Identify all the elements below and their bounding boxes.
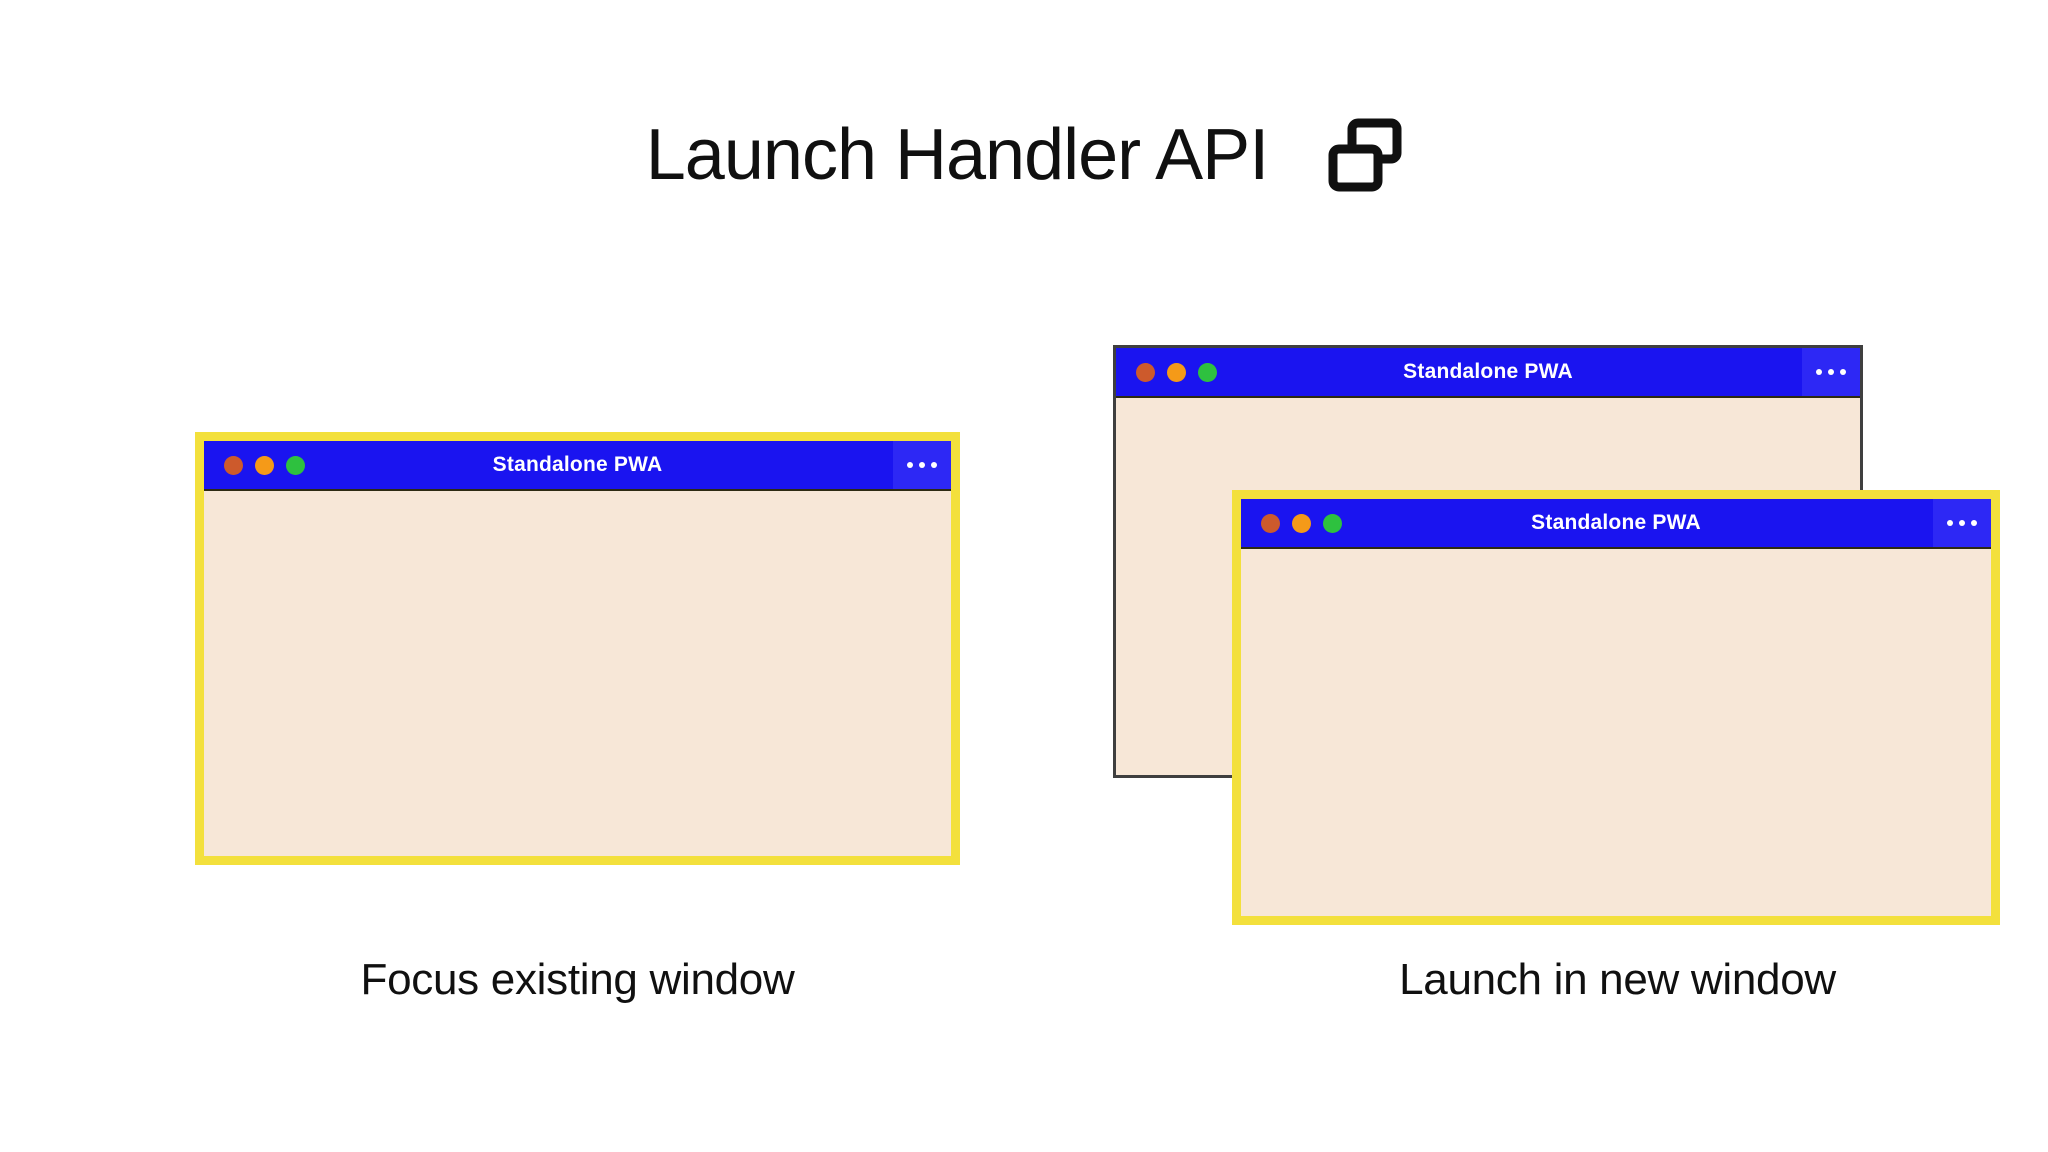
- window-title: Standalone PWA: [492, 453, 663, 476]
- more-options-icon[interactable]: [1933, 499, 1991, 547]
- menu-dot: [931, 462, 937, 468]
- window-title: Standalone PWA: [1403, 360, 1573, 383]
- window-content-area: [1241, 547, 1991, 916]
- minimize-icon[interactable]: [255, 455, 274, 475]
- maximize-icon[interactable]: [1198, 362, 1217, 382]
- close-icon[interactable]: [1136, 362, 1155, 382]
- page-header: Launch Handler API: [0, 118, 2048, 192]
- menu-dot: [907, 462, 913, 468]
- maximize-icon[interactable]: [286, 455, 305, 475]
- menu-dot: [919, 462, 925, 468]
- close-icon[interactable]: [224, 455, 243, 475]
- window-titlebar: Standalone PWA: [1241, 499, 1991, 547]
- more-options-icon[interactable]: [893, 441, 951, 489]
- window-title: Standalone PWA: [1531, 511, 1701, 534]
- traffic-lights: [1116, 362, 1217, 382]
- multiple-windows-icon: [1328, 118, 1402, 192]
- more-options-icon[interactable]: [1802, 348, 1860, 396]
- page-title: Launch Handler API: [645, 115, 1269, 195]
- window-content-area: [204, 489, 951, 856]
- menu-dot: [1971, 520, 1977, 526]
- traffic-lights: [204, 455, 305, 475]
- minimize-icon[interactable]: [1167, 362, 1186, 382]
- window-titlebar: Standalone PWA: [1116, 348, 1860, 396]
- menu-dot: [1840, 369, 1846, 375]
- menu-dot: [1816, 369, 1822, 375]
- caption-launch-in-new-window: Launch in new window: [1399, 955, 1836, 1004]
- standalone-pwa-window-new[interactable]: Standalone PWA: [1232, 490, 2000, 925]
- close-icon[interactable]: [1261, 513, 1280, 533]
- menu-dot: [1959, 520, 1965, 526]
- menu-dot: [1947, 520, 1953, 526]
- standalone-pwa-window-focused[interactable]: Standalone PWA: [195, 432, 960, 865]
- traffic-lights: [1241, 513, 1342, 533]
- maximize-icon[interactable]: [1323, 513, 1342, 533]
- menu-dot: [1828, 369, 1834, 375]
- caption-focus-existing-window: Focus existing window: [360, 955, 795, 1004]
- minimize-icon[interactable]: [1292, 513, 1311, 533]
- window-titlebar: Standalone PWA: [204, 441, 951, 489]
